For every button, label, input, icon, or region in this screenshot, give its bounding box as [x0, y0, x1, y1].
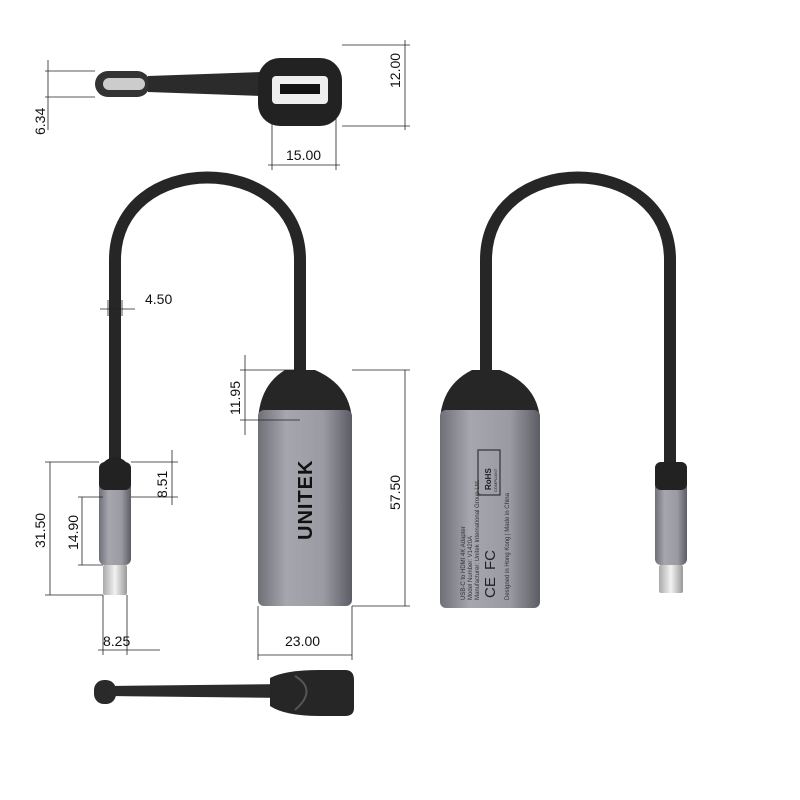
dim-head-width-top: 15.00 — [286, 147, 321, 163]
back-view — [440, 171, 687, 608]
usbc-plug — [103, 565, 127, 595]
cable-loop-back — [480, 171, 676, 465]
dim-cable-diameter: 4.50 — [145, 291, 172, 307]
dim-plug-length: 14.90 — [65, 515, 81, 550]
dim-connector-width: 8.25 — [103, 633, 130, 649]
top-view — [45, 40, 410, 170]
dim-connector-length: 31.50 — [32, 513, 48, 548]
svg-text:Designed in Hong Kong | Made i: Designed in Hong Kong | Made in China — [505, 492, 511, 600]
rohs-mark: RoHS — [484, 468, 493, 490]
cable-loop-front — [109, 171, 306, 465]
ce-mark: CE — [482, 577, 499, 598]
svg-text:COMPLIANT: COMPLIANT — [493, 468, 498, 492]
adapter-housing-back — [440, 410, 540, 608]
svg-text:Manufacturer: Unitek Internati: Manufacturer: Unitek International Group… — [475, 479, 481, 600]
fcc-mark: FC — [482, 550, 499, 570]
dim-boot-length: 8.51 — [154, 471, 170, 498]
head-neck — [258, 370, 352, 420]
dim-neck-length: 11.95 — [227, 381, 243, 415]
cable-top — [148, 72, 262, 96]
dim-plug-thickness: 6.34 — [32, 108, 48, 135]
svg-text:USB-C to HDMI 4K Adapter: USB-C to HDMI 4K Adapter — [461, 526, 467, 600]
side-view — [94, 670, 354, 716]
svg-text:Model Number: V1420A: Model Number: V1420A — [468, 536, 474, 600]
front-view — [45, 171, 410, 660]
dim-head-width: 23.00 — [285, 633, 320, 649]
dim-head-length: 57.50 — [387, 475, 403, 510]
adapter-housing-front — [258, 410, 352, 606]
regulatory-label: USB-C to HDMI 4K Adapter Model Number: V… — [461, 468, 511, 600]
dim-head-height: 12.00 — [387, 53, 403, 88]
brand-logo: UNITEK — [295, 460, 317, 540]
